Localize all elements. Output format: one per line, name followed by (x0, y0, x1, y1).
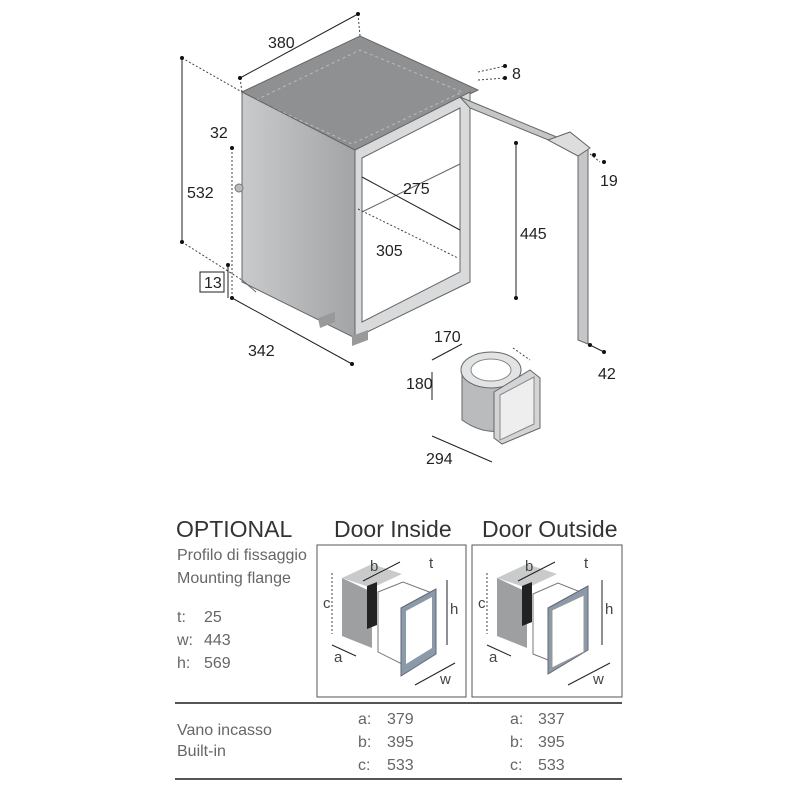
label-a: a (489, 649, 498, 666)
dim-feet-box (199, 271, 225, 293)
svg-text:c:: c: (510, 757, 522, 774)
dim-feet: 13 (204, 275, 222, 292)
optional-title: OPTIONAL (176, 516, 293, 542)
label-t: t (429, 555, 434, 572)
dim-door-gap: 8 (512, 66, 521, 83)
dim-inner-height: 445 (520, 226, 547, 243)
svg-text:533: 533 (387, 757, 414, 774)
label-c: c (323, 595, 331, 612)
svg-text:w:: w: (176, 632, 193, 649)
label-h: h (605, 601, 613, 618)
label-w: w (592, 671, 604, 688)
svg-text:b:: b: (510, 734, 523, 751)
door-outside-title: Door Outside (482, 516, 618, 542)
svg-text:h:: h: (177, 655, 190, 672)
label-h: h (450, 601, 458, 618)
label-a: a (334, 649, 343, 666)
dim-inner-width: 305 (376, 243, 403, 260)
door-outside-diagram (471, 544, 623, 698)
svg-text:a:: a: (358, 711, 371, 728)
svg-text:443: 443 (204, 632, 231, 649)
door-inside-title: Door Inside (334, 516, 452, 542)
label-b: b (525, 558, 533, 575)
svg-text:a:: a: (510, 711, 523, 728)
svg-text:395: 395 (387, 734, 414, 751)
dim-height: 532 (187, 185, 214, 202)
optional-subtitle-en: Mounting flange (177, 570, 291, 587)
built-in-door-outside-values: a: 337 b: 395 c: 533 (510, 711, 565, 774)
svg-text:c:: c: (358, 757, 370, 774)
built-in-label-it: Vano incasso (177, 722, 272, 739)
dim-side-offset: 32 (210, 125, 228, 142)
dim-inner-depth: 275 (403, 181, 430, 198)
dim-compressor-depth: 294 (426, 451, 453, 468)
svg-text:25: 25 (204, 609, 222, 626)
dim-compressor-width: 170 (434, 329, 461, 346)
svg-text:379: 379 (387, 711, 414, 728)
svg-text:395: 395 (538, 734, 565, 751)
dim-door-thickness: 42 (598, 366, 616, 383)
built-in-door-inside-values: a: 379 b: 395 c: 533 (358, 711, 414, 774)
dim-width-top: 380 (268, 35, 295, 52)
label-w: w (439, 671, 451, 688)
svg-text:569: 569 (204, 655, 231, 672)
built-in-label-en: Built-in (177, 743, 226, 760)
svg-text:b:: b: (358, 734, 371, 751)
dim-handle: 19 (600, 173, 618, 190)
optional-specs: t: 25 w: 443 h: 569 (176, 609, 231, 672)
dimension-lines (181, 13, 605, 365)
label-t: t (584, 555, 589, 572)
optional-subtitle-it: Profilo di fissaggio (177, 547, 307, 564)
svg-text:t:: t: (177, 609, 186, 626)
dim-compressor-height: 180 (406, 376, 433, 393)
label-b: b (370, 558, 378, 575)
label-c: c (478, 595, 486, 612)
compressor-unit (431, 343, 541, 463)
svg-text:533: 533 (538, 757, 565, 774)
dimension-dots (180, 12, 606, 366)
fridge-body (234, 35, 591, 346)
dim-depth: 342 (248, 343, 275, 360)
svg-text:337: 337 (538, 711, 565, 728)
door-inside-diagram (316, 544, 467, 698)
